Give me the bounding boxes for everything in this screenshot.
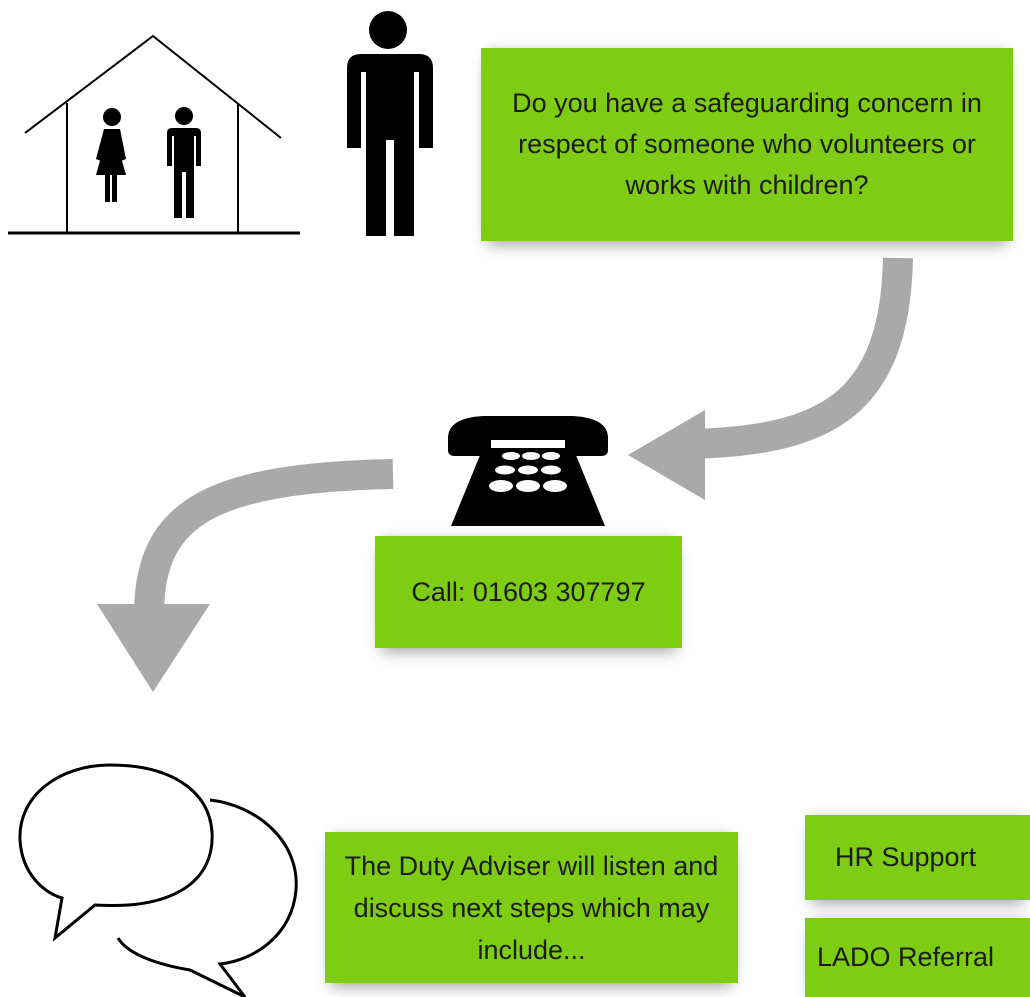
duty-adviser-box: The Duty Adviser will listen and discuss… (325, 832, 738, 983)
speech-bubbles-icon (18, 763, 298, 997)
lado-referral-box: LADO Referral (805, 918, 1030, 997)
hr-support-box: HR Support (805, 815, 1030, 900)
duty-adviser-text: The Duty Adviser will listen and discuss… (344, 850, 719, 965)
person-icon (347, 11, 433, 236)
call-number-text: Call: 01603 307797 (411, 576, 646, 607)
safeguarding-concern-box: Do you have a safeguarding concern in re… (481, 48, 1013, 241)
telephone-icon (448, 416, 608, 526)
safeguarding-concern-text: Do you have a safeguarding concern in re… (512, 88, 982, 200)
house-family-icon (8, 34, 300, 235)
hr-support-label: HR Support (835, 842, 977, 872)
call-number-box: Call: 01603 307797 (375, 536, 682, 648)
lado-referral-label: LADO Referral (817, 942, 995, 972)
